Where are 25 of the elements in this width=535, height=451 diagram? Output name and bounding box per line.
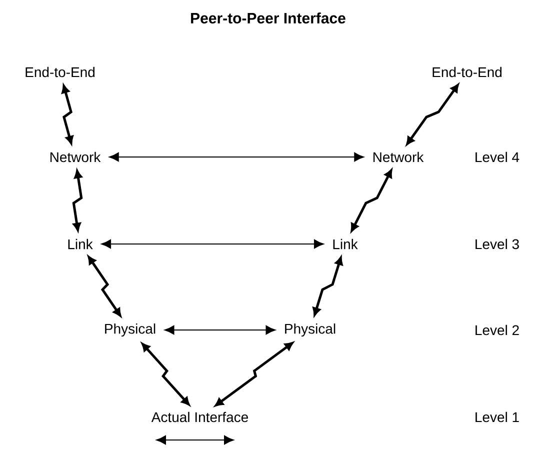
layer-label: Physical — [285, 323, 336, 337]
double-arrow — [164, 325, 276, 335]
double-arrow — [72, 170, 83, 232]
layer-label: Actual Interface — [151, 412, 248, 422]
level-label: Level 2 — [476, 324, 519, 336]
layer-label: Physical — [105, 323, 156, 337]
double-arrow — [88, 256, 122, 317]
double-arrow — [350, 169, 392, 232]
level-label: Level 3 — [476, 238, 519, 250]
layer-label: End-to-End — [26, 66, 94, 78]
double-arrow — [142, 342, 190, 406]
level-label: Level 4 — [476, 152, 520, 162]
double-arrow — [214, 342, 294, 406]
layer-label: Network — [373, 152, 424, 162]
level-label: Level 1 — [476, 412, 519, 422]
double-arrow — [101, 239, 324, 249]
double-arrow — [406, 84, 459, 146]
double-arrow — [62, 84, 74, 144]
layer-label: Link — [68, 238, 93, 250]
double-arrow — [109, 152, 364, 162]
layer-label: Network — [50, 152, 101, 162]
double-arrow — [312, 256, 343, 316]
layer-label: End-to-End — [432, 66, 502, 78]
layer-label: Link — [333, 238, 358, 250]
title: Peer-to-Peer Interface — [191, 12, 346, 24]
